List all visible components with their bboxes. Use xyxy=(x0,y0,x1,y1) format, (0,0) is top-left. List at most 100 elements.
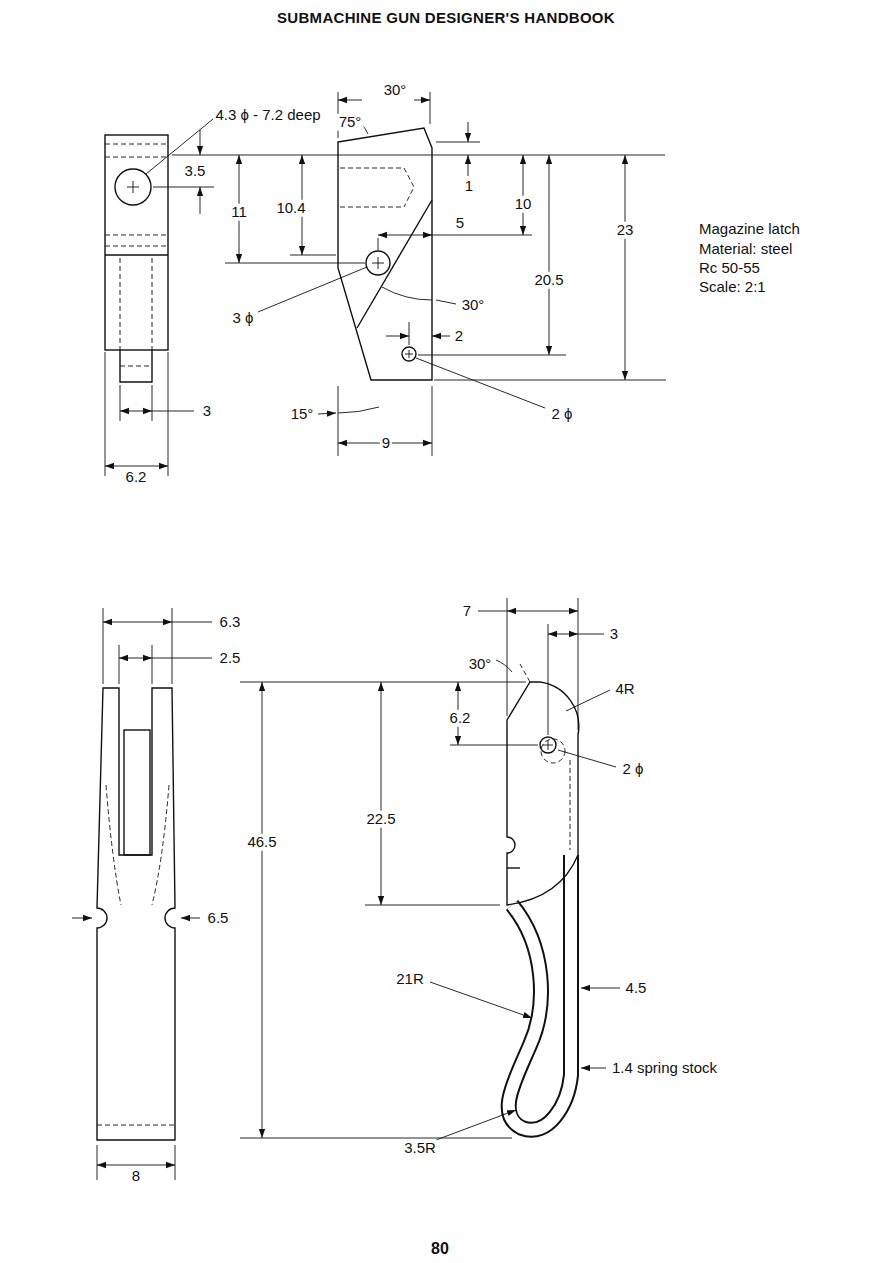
front-view-dimensions-line xyxy=(430,92,431,124)
angle-label: 15° xyxy=(289,406,316,423)
spring-side-dimensions-line xyxy=(365,905,500,906)
spring-side-dimensions-line xyxy=(478,611,507,612)
note-text: Scale: 2:1 xyxy=(697,279,768,296)
side-view-line xyxy=(105,135,168,350)
dimension-label: 9 xyxy=(380,435,392,452)
dimension-label: 2 xyxy=(453,328,465,345)
spring-side-dimensions-line xyxy=(450,745,538,746)
spring-side-view-line xyxy=(570,760,571,850)
callout-text: 3.5R xyxy=(402,1140,438,1157)
spring-side-dimensions-line xyxy=(430,982,532,1018)
spring-front-dimensions-line xyxy=(72,918,92,919)
angle-label: 30° xyxy=(382,82,409,99)
side-view-line xyxy=(105,144,168,145)
page-title: SUBMACHINE GUN DESIGNER'S HANDBOOK xyxy=(277,9,615,26)
front-view xyxy=(338,128,432,380)
front-view-dimensions-line xyxy=(549,155,550,355)
front-view-dimensions-line xyxy=(290,255,336,256)
side-view-line xyxy=(105,254,168,255)
angle-label: 75° xyxy=(337,114,364,131)
spring-front-dimensions-line xyxy=(119,658,152,659)
dimension-label: 6.3 xyxy=(218,614,243,631)
dimension-label: 5 xyxy=(454,215,466,232)
spring-side-dimensions xyxy=(240,598,620,1140)
spring-front-view-line xyxy=(152,785,169,905)
spring-side-view-line xyxy=(520,664,530,682)
side-view xyxy=(105,135,168,382)
spring-side-dimensions-line xyxy=(578,598,579,730)
spring-side-dimensions-line xyxy=(240,1138,512,1139)
front-view-dimensions-line xyxy=(434,380,666,381)
side-view-dimensions xyxy=(105,119,214,476)
front-view-dimensions-line xyxy=(338,407,379,413)
note-text: Material: steel xyxy=(697,241,794,258)
front-view-line xyxy=(402,347,416,361)
callout-text: 21R xyxy=(394,971,426,988)
page-number: 80 xyxy=(429,1240,451,1258)
front-view-dimensions-line xyxy=(432,235,532,236)
note-text: Magazine latch xyxy=(697,221,802,238)
spring-side-view-line xyxy=(548,740,549,750)
spring-front-dimensions-line xyxy=(103,622,172,623)
dimension-label: 3 xyxy=(608,626,620,643)
dimension-label: 3.5 xyxy=(183,163,208,180)
dimension-label: 10 xyxy=(513,196,534,213)
front-view-dimensions-line xyxy=(338,100,362,101)
side-view-dimensions-line xyxy=(168,352,169,476)
side-view-line xyxy=(105,246,168,247)
side-view-dimensions-line xyxy=(105,352,106,476)
front-view-dimensions-line xyxy=(468,122,469,142)
callout-text: 2 ϕ xyxy=(621,761,646,778)
front-view-line xyxy=(378,257,379,269)
spring-side-dimensions-line xyxy=(436,1110,516,1140)
spring-front-dimensions-line xyxy=(152,645,153,684)
angle-label: 30° xyxy=(467,656,494,673)
spring-front-dimensions-line xyxy=(172,608,173,684)
spring-front-dimensions-line xyxy=(152,658,212,659)
side-view-dimensions-line xyxy=(120,411,152,412)
front-view-dimensions xyxy=(172,92,666,456)
front-view-dimensions-line xyxy=(418,355,566,356)
note-text: Rc 50-55 xyxy=(697,260,762,277)
side-view-line xyxy=(120,350,152,382)
callout-text: 2 ϕ xyxy=(550,406,575,423)
front-view-dimensions-line xyxy=(414,100,430,101)
callout-text: 4R xyxy=(613,681,636,698)
spring-side-dimensions-line xyxy=(558,750,616,767)
front-view-dimensions-line xyxy=(386,336,409,337)
side-view-dimensions-line xyxy=(152,411,194,412)
spring-side-dimensions-line xyxy=(581,1068,606,1069)
dimension-label: 7 xyxy=(461,603,473,620)
front-view-dimensions-line xyxy=(225,263,365,264)
spring-front-dimensions-line xyxy=(119,645,120,684)
spring-side-dimensions-line xyxy=(578,634,604,635)
dimension-label: 22.5 xyxy=(364,811,397,828)
spring-side-view xyxy=(507,664,579,1130)
front-view-dimensions-line xyxy=(436,142,480,143)
spring-side-dimensions-line xyxy=(581,988,620,989)
front-view-dimensions-line xyxy=(382,287,432,300)
side-view-dimensions-line xyxy=(200,187,201,214)
spring-front-view xyxy=(97,688,175,1140)
spring-front-dimensions-line xyxy=(172,622,212,623)
front-view-dimensions-line xyxy=(409,322,410,345)
front-view-dimensions-line xyxy=(432,386,433,456)
dimension-label: 20.5 xyxy=(532,272,565,289)
side-view-dimensions-line xyxy=(105,466,168,467)
dimension-label: 3 xyxy=(201,403,213,420)
dimension-label: 6.2 xyxy=(448,710,473,727)
side-view-dimensions-line xyxy=(152,385,153,421)
spring-side-view-line xyxy=(507,682,579,905)
front-view-line xyxy=(338,128,432,380)
dimension-label: 11 xyxy=(229,204,249,221)
side-view-dimensions-line xyxy=(200,130,201,155)
spring-front-dimensions xyxy=(72,608,212,1180)
spring-side-dimensions-line xyxy=(507,598,508,716)
front-view-dimensions-line xyxy=(318,413,336,414)
front-view-dimensions-line xyxy=(432,336,450,337)
spring-side-dimensions-line xyxy=(262,682,263,1138)
front-view-dimensions-line xyxy=(338,386,339,456)
callout-text: 4.3 ϕ - 7.2 deep xyxy=(213,107,322,124)
